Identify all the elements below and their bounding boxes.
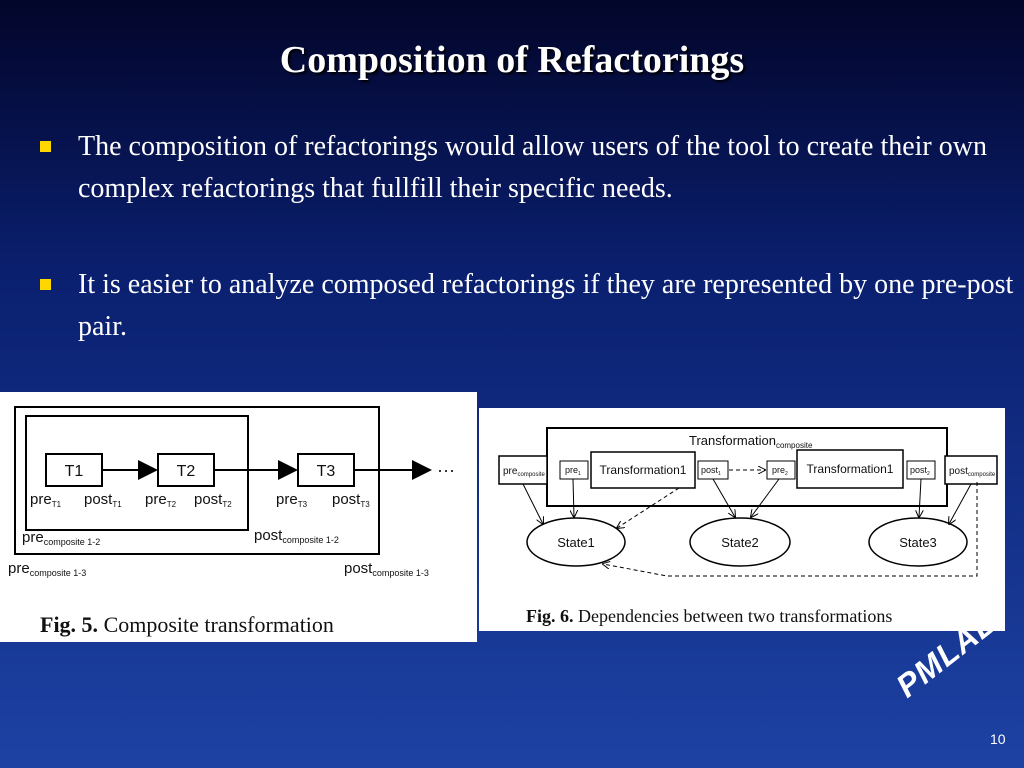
port-post1-label: post1: [701, 465, 721, 477]
port-pre-composite-label: precomposite: [503, 466, 545, 478]
edge-transformation1-state1: [617, 487, 680, 528]
state-2-label: State2: [721, 535, 759, 550]
edge-pre1-state1: [573, 478, 574, 517]
transformation-2: [796, 449, 904, 489]
port-post2-label: post2: [910, 465, 930, 477]
port-post-composite: [944, 455, 998, 485]
transformation-1-label: Transformation1: [600, 463, 687, 477]
state-1-label: State1: [557, 535, 595, 550]
port-pre1-label: pre1: [565, 465, 581, 477]
node-t1-label: T1: [65, 463, 84, 480]
port-pre2: [766, 460, 796, 480]
label-pre-t1: preT1: [30, 491, 62, 509]
page-number: 10: [990, 731, 1006, 747]
inner-composite-box: [25, 415, 249, 531]
edge-pre-composite-state1: [522, 483, 543, 524]
label-pre-composite-1-3: precomposite 1-3: [8, 560, 86, 578]
outer-composite-box: [14, 406, 380, 555]
state-3-label: State3: [899, 535, 937, 550]
figure-composite-transformation: T1 T2 T3 ··· preT1 postT1 preT2 postT2 p…: [0, 392, 477, 642]
label-post-composite-1-2: postcomposite 1-2: [254, 527, 339, 545]
port-pre1: [559, 460, 589, 480]
bullet-square-icon: [40, 279, 51, 290]
fig6-caption-number: Fig. 6.: [526, 606, 574, 626]
label-post-t3: postT3: [332, 491, 370, 509]
edge-pre2-state2: [751, 478, 780, 517]
fig5-caption: Fig. 5. Composite transformation: [40, 612, 334, 638]
bullet-item: The composition of refactorings would al…: [40, 126, 1015, 210]
port-pre2-label: pre2: [772, 465, 788, 477]
ellipsis: ···: [437, 460, 455, 480]
node-t3-label: T3: [317, 463, 336, 480]
fig5-caption-text: Composite transformation: [103, 612, 334, 637]
edge-state3-state1-dashed: [603, 482, 978, 577]
bullet-list: The composition of refactorings would al…: [40, 126, 1015, 402]
bullet-text: It is easier to analyze composed refacto…: [78, 269, 1014, 342]
bullet-square-icon: [40, 141, 51, 152]
fig6-caption: Fig. 6. Dependencies between two transfo…: [526, 606, 892, 627]
edge-post2-state3: [919, 478, 921, 517]
edge-post-composite-state3: [949, 483, 972, 524]
fig6-diagram: Transformationcomposite precomposite pre…: [498, 427, 998, 577]
port-post-composite-label: postcomposite: [949, 466, 996, 478]
state-2: [689, 517, 791, 567]
slide-title: Composition of Refactorings: [279, 39, 745, 81]
label-pre-t2: preT2: [145, 491, 177, 509]
label-post-t2: postT2: [194, 491, 232, 509]
label-post-t1: postT1: [84, 491, 122, 509]
label-pre-composite-1-2: precomposite 1-2: [22, 529, 100, 547]
edge-post1-state2: [712, 478, 735, 517]
fig5-diagram: T1 T2 T3 ··· preT1 postT1 preT2 postT2 p…: [8, 406, 455, 578]
bullet-item: It is easier to analyze composed refacto…: [40, 264, 1015, 348]
label-post-composite-1-3: postcomposite 1-3: [344, 560, 429, 578]
figure-dependencies: Transformationcomposite precomposite pre…: [479, 408, 1005, 631]
fig6-caption-text: Dependencies between two transformations: [578, 606, 893, 626]
transformation-2-label: Transformation1: [807, 462, 894, 476]
node-t2: [157, 453, 215, 487]
container-label: Transformationcomposite: [689, 433, 813, 450]
node-t2-label: T2: [177, 463, 196, 480]
transformation-1: [590, 451, 696, 489]
label-pre-t3: preT3: [276, 491, 308, 509]
fig5-caption-number: Fig. 5.: [40, 612, 99, 637]
bullet-text: The composition of refactorings would al…: [78, 131, 987, 204]
